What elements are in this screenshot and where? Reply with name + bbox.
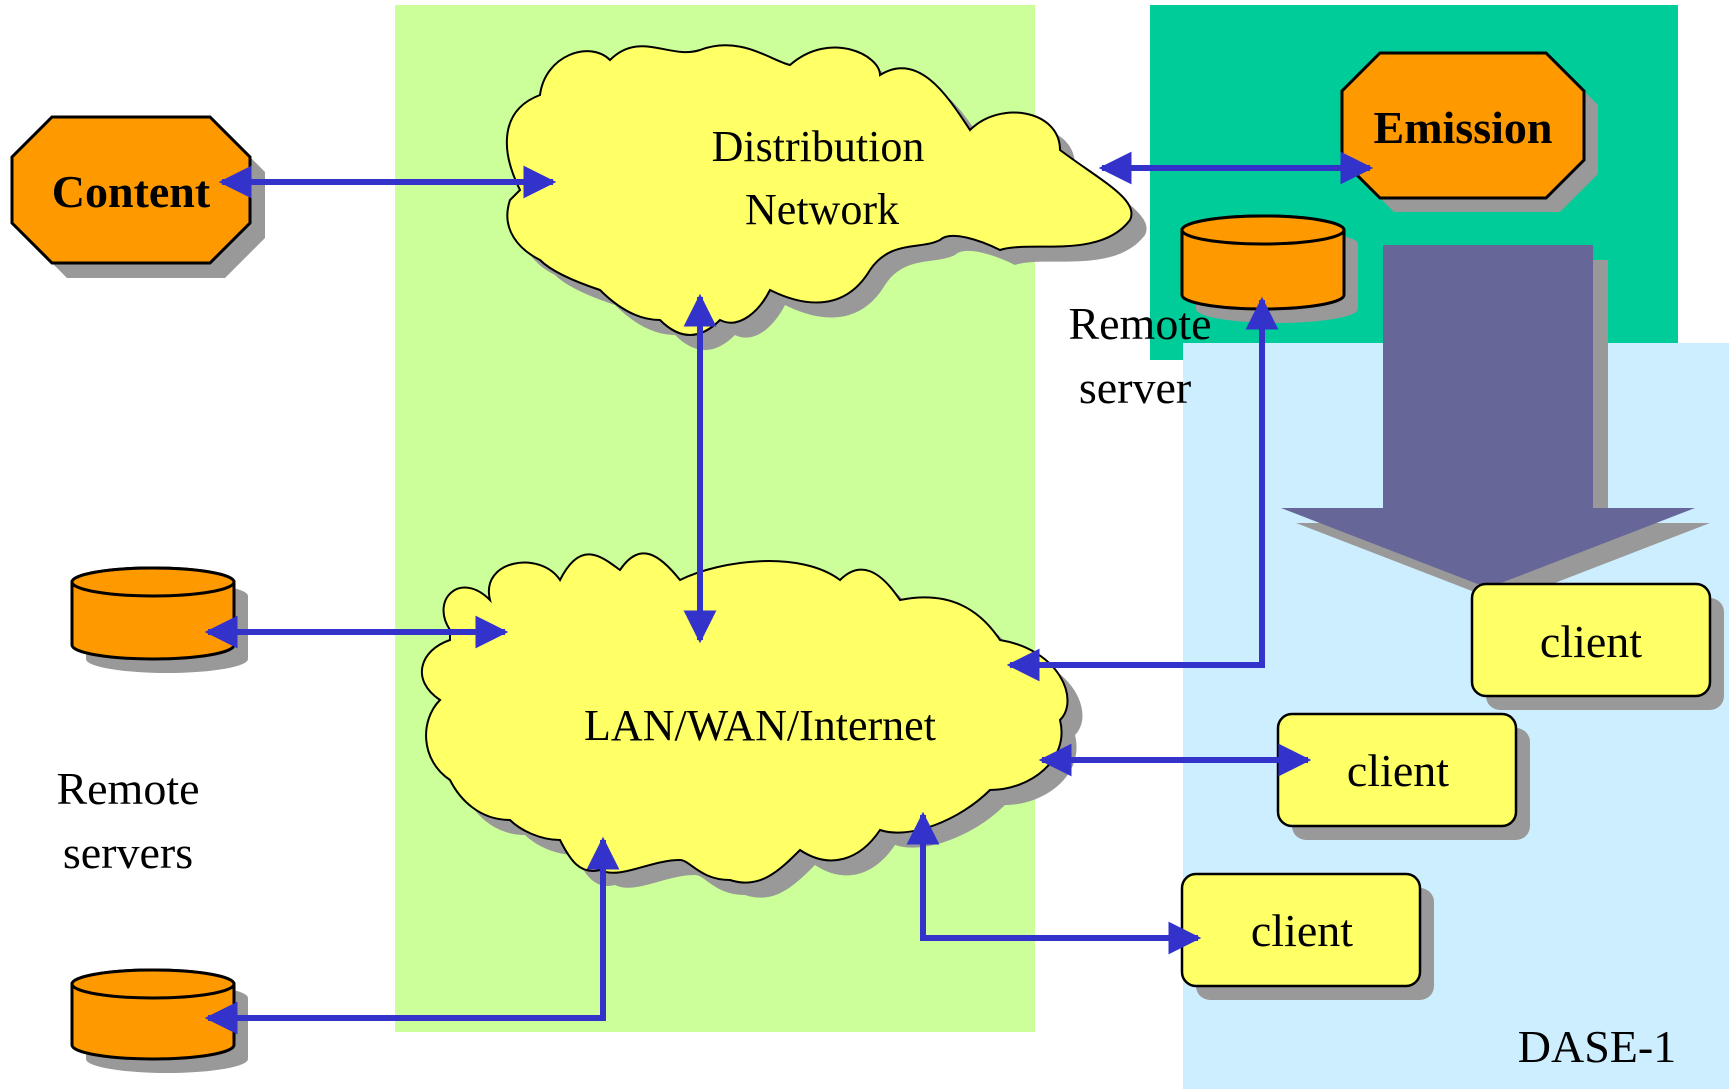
arrow-server-internet-lower — [204, 836, 620, 1035]
client-box-middle — [1276, 712, 1530, 840]
remote-servers-label-line2: servers — [63, 827, 193, 878]
content-label: Content — [52, 166, 211, 217]
remote-servers-label-line1: Remote — [56, 763, 199, 814]
remote-server-cylinder-upper — [70, 566, 248, 673]
remote-server-label-line2: server — [1079, 362, 1191, 413]
distribution-network-cloud — [505, 44, 1147, 351]
broadcast-arrow — [1281, 245, 1710, 603]
remote-server-label-line1: Remote — [1068, 298, 1211, 349]
distribution-label-line2: Network — [745, 185, 899, 234]
distribution-label-line1: Distribution — [712, 122, 925, 171]
client-box-top — [1470, 582, 1724, 710]
client-middle-label: client — [1347, 745, 1449, 796]
connectors — [204, 151, 1374, 1035]
content-node — [10, 115, 265, 278]
arrow-internet-remote-server — [1006, 296, 1279, 682]
dase-label: DASE-1 — [1518, 1021, 1676, 1072]
emission-node — [1340, 51, 1598, 212]
client-box-bottom — [1180, 872, 1434, 1000]
arrow-internet-client-bottom — [906, 811, 1202, 955]
remote-server-cylinder-lower — [70, 968, 248, 1073]
emission-label: Emission — [1374, 102, 1553, 153]
client-top-label: client — [1540, 616, 1642, 667]
client-bottom-label: client — [1251, 905, 1353, 956]
internet-label: LAN/WAN/Internet — [584, 701, 936, 750]
